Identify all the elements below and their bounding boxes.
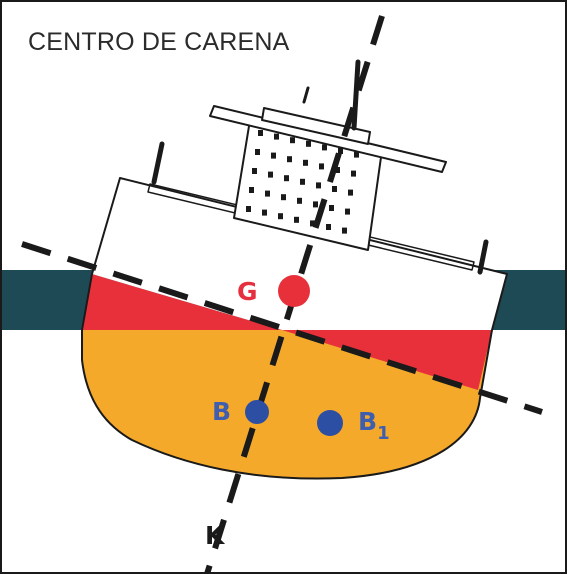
window	[335, 167, 340, 173]
hull-topside	[92, 178, 507, 330]
masts	[151, 59, 489, 275]
hull-outline	[81, 177, 508, 480]
window	[249, 187, 254, 193]
window	[297, 197, 302, 204]
diagram-title: CENTRO DE CARENA	[28, 28, 290, 56]
window	[348, 189, 353, 196]
window	[310, 220, 315, 227]
window	[281, 194, 286, 201]
window	[303, 159, 308, 166]
window	[252, 168, 257, 174]
emerged-wedge	[82, 274, 282, 330]
window	[332, 186, 337, 192]
window	[255, 149, 260, 155]
bridge-windows	[246, 130, 359, 234]
window	[329, 205, 334, 211]
point-G	[278, 275, 310, 307]
label-B1-main: B	[358, 407, 377, 436]
window	[271, 152, 276, 159]
window	[342, 227, 347, 234]
window	[246, 206, 251, 212]
window	[262, 209, 267, 216]
window	[258, 130, 263, 136]
window	[322, 144, 327, 151]
window	[274, 133, 279, 140]
inclined-waterline	[21, 241, 543, 415]
label-B1: B1	[358, 407, 390, 444]
window	[306, 140, 311, 147]
point-B1	[317, 410, 343, 436]
window	[319, 163, 324, 170]
immersed-wedge	[282, 330, 492, 390]
window	[278, 213, 283, 220]
window	[316, 182, 321, 189]
superstructure	[209, 105, 447, 251]
window	[268, 171, 273, 178]
window	[345, 208, 350, 215]
window	[338, 148, 343, 154]
window	[265, 190, 270, 197]
window	[287, 156, 292, 163]
label-B: B	[212, 397, 231, 426]
window	[351, 170, 356, 177]
window	[294, 216, 299, 223]
submerged-hull	[82, 330, 492, 479]
label-K: K	[205, 521, 226, 550]
window	[354, 151, 359, 158]
window	[300, 178, 305, 185]
label-B1-subscript: 1	[377, 423, 390, 444]
label-G: G	[237, 277, 258, 306]
window	[326, 224, 331, 230]
window	[284, 175, 289, 182]
window	[290, 137, 295, 144]
window	[313, 201, 318, 208]
point-B	[245, 400, 269, 424]
